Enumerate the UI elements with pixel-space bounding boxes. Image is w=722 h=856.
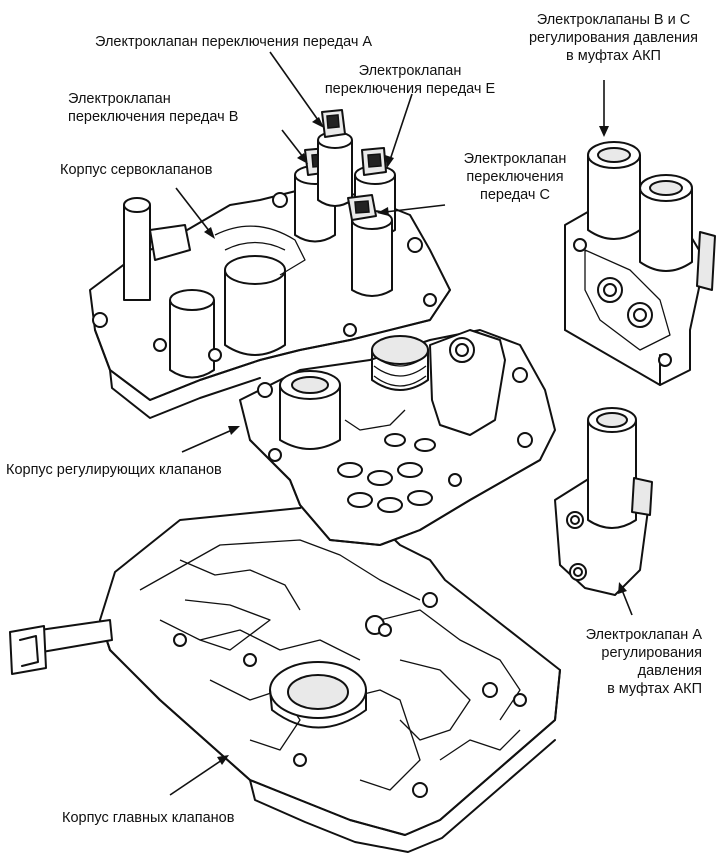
main-valve-body-drawing — [9, 489, 561, 853]
label-servo-valve-body: Корпус сервоклапанов — [60, 162, 213, 178]
label-shift-solenoid-b: Электроклапан переключения передач В — [68, 91, 239, 125]
leader-arrows — [169, 51, 633, 796]
label-pressure-solenoid-a: Электроклапан А регулирования давления в… — [585, 627, 702, 697]
servo-valve-body-drawing — [89, 109, 451, 419]
pressure-solenoids-bc-drawing — [564, 141, 716, 386]
label-shift-solenoid-c: Электроклапан переключения передач С — [463, 151, 567, 203]
label-pressure-solenoids-bc: Электроклапаны В и С регулирования давле… — [528, 12, 698, 64]
label-shift-solenoid-a: Электроклапан переключения передач А — [95, 34, 373, 50]
label-main-valve-body: Корпус главных клапанов — [62, 810, 235, 826]
label-shift-solenoid-e: Электроклапан переключения передач Е — [324, 63, 496, 97]
regulator-valve-body-drawing — [239, 329, 556, 546]
label-regulator-valve-body: Корпус регулирующих клапанов — [6, 462, 222, 478]
pressure-solenoid-a-drawing — [554, 407, 653, 596]
